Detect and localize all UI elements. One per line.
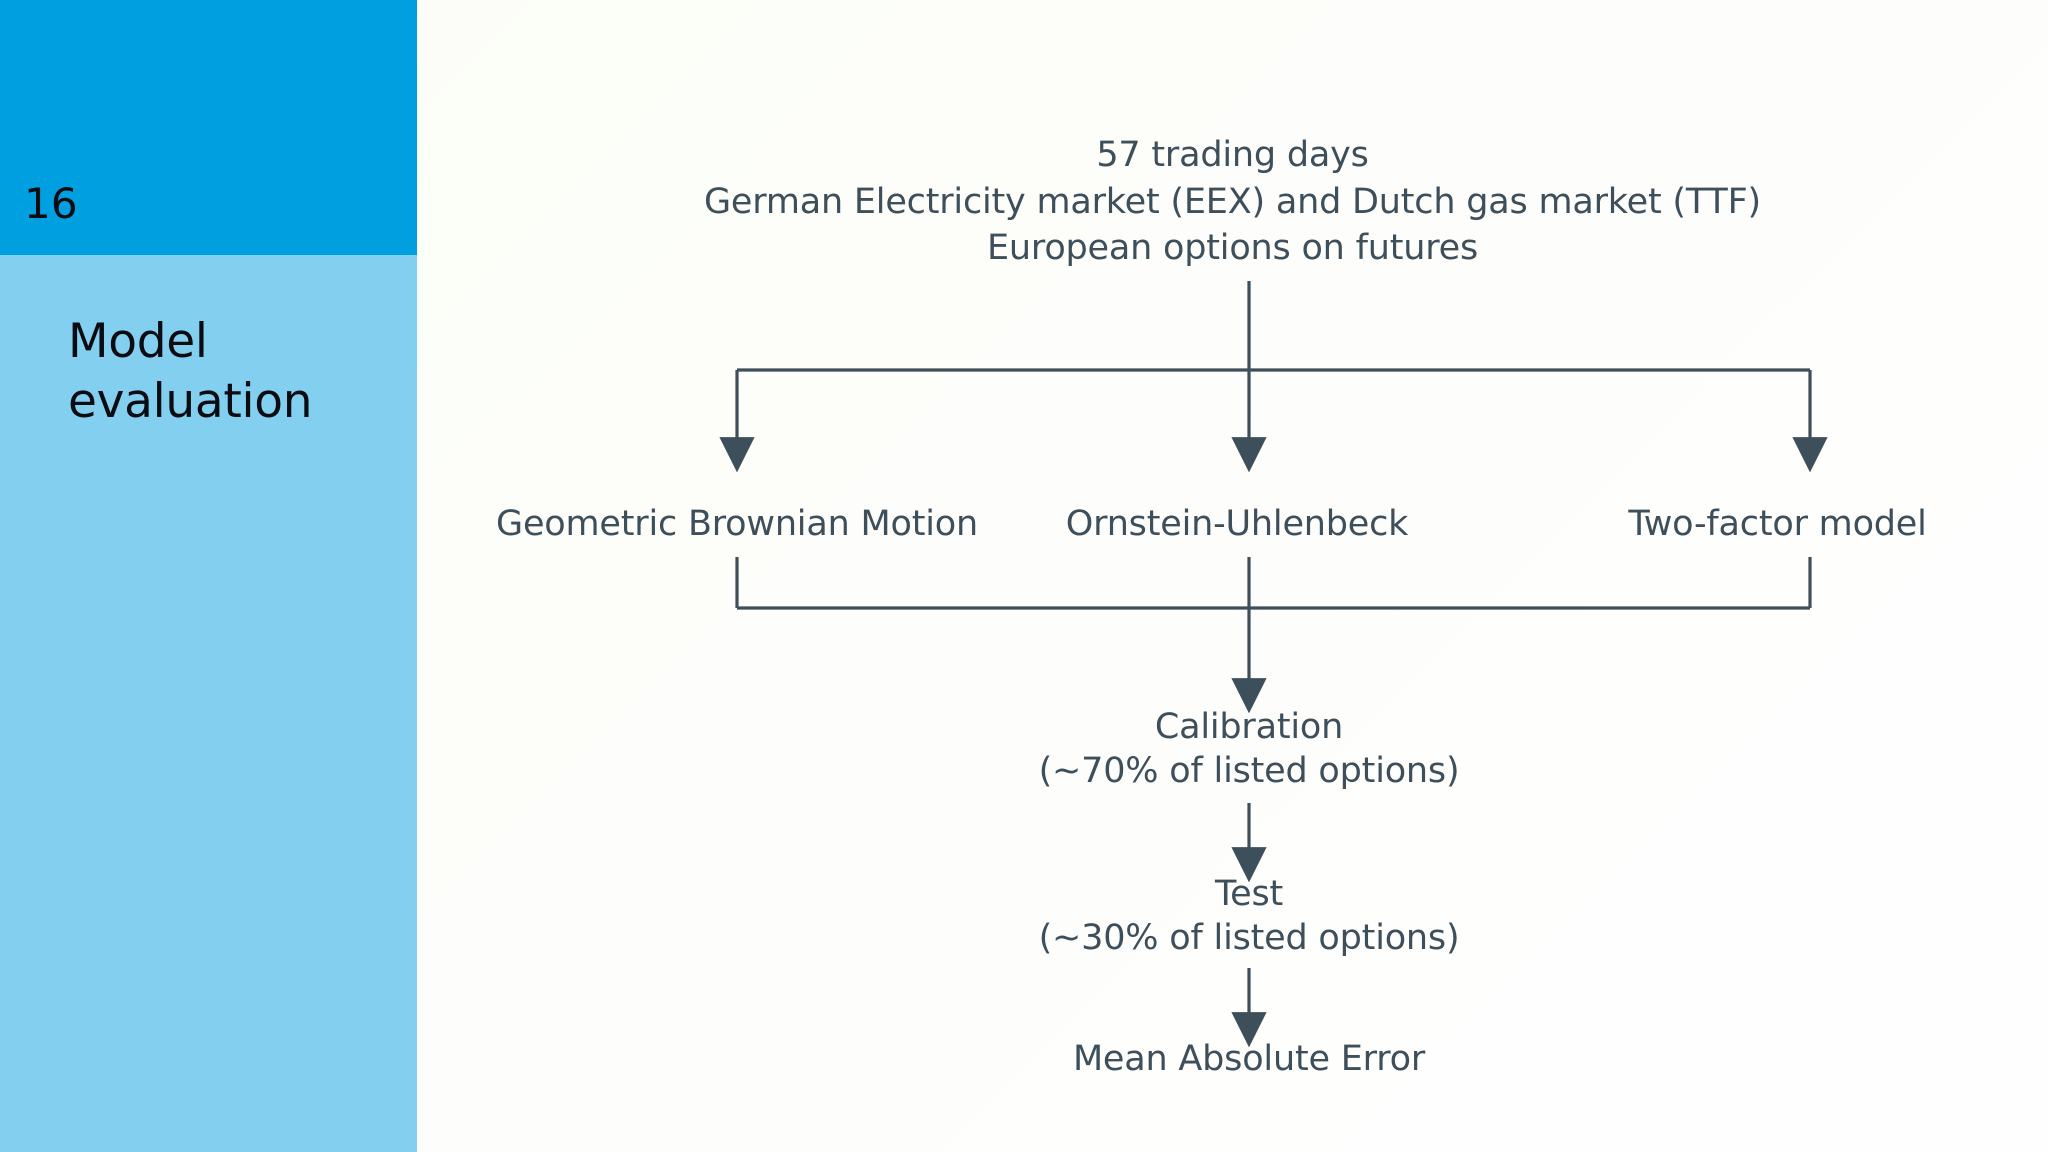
- dataset-line-2: German Electricity market (EEX) and Dutc…: [704, 181, 1761, 222]
- flow-node-calibration: Calibration (~70% of listed options): [949, 705, 1549, 794]
- model-label-gbm: Geometric Brownian Motion: [496, 504, 978, 544]
- flow-node-ornstein-uhlenbeck: Ornstein-Uhlenbeck: [1027, 503, 1447, 545]
- flow-node-mean-absolute-error: Mean Absolute Error: [949, 1038, 1549, 1080]
- sidebar-top-color-band: [0, 0, 417, 255]
- flowchart-connectors: [719, 281, 1828, 1048]
- flow-node-dataset: 57 trading days German Electricity marke…: [417, 132, 2048, 272]
- dataset-line-1: 57 trading days: [1096, 135, 1369, 175]
- dataset-line-3: European options on futures: [987, 228, 1478, 269]
- model-label-ou: Ornstein-Uhlenbeck: [1065, 504, 1409, 544]
- flow-node-test: Test (~30% of listed options): [949, 872, 1549, 961]
- test-line-2: (~30% of listed options): [1038, 918, 1460, 959]
- calibration-line-2: (~70% of listed options): [1038, 751, 1460, 792]
- page-title-line-1: Model: [68, 314, 208, 369]
- page-title: Model evaluation: [68, 312, 398, 431]
- slide-number: 16: [24, 179, 78, 228]
- sidebar-bottom-color-band: [0, 255, 417, 1152]
- page-title-line-2: evaluation: [68, 373, 313, 429]
- test-line-1: Test: [1214, 874, 1284, 914]
- model-label-two-factor: Two-factor model: [1628, 504, 1927, 544]
- flowchart: 57 trading days German Electricity marke…: [417, 0, 2048, 1152]
- flow-node-two-factor-model: Two-factor model: [1507, 503, 2048, 545]
- metric-label: Mean Absolute Error: [1072, 1039, 1426, 1079]
- sidebar: 16 Model evaluation: [0, 0, 417, 1152]
- calibration-line-1: Calibration: [1154, 707, 1344, 747]
- flow-node-geometric-brownian-motion: Geometric Brownian Motion: [417, 503, 1057, 545]
